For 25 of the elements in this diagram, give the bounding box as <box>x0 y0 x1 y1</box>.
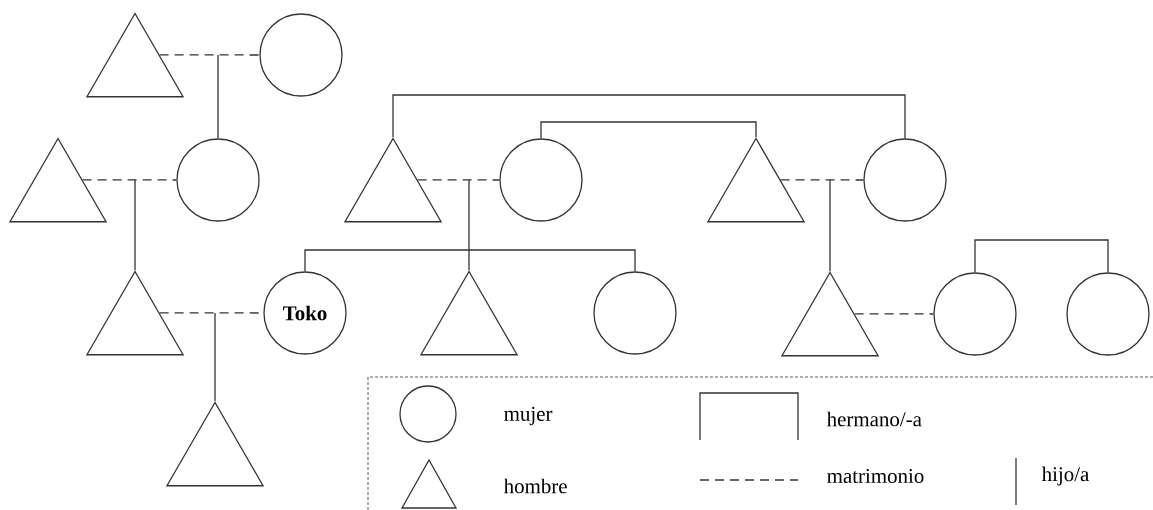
descent-line <box>829 179 831 272</box>
woman-circle <box>1066 272 1150 356</box>
sibling-bracket <box>304 249 636 272</box>
woman-circle <box>933 272 1017 356</box>
marriage-line <box>416 179 500 181</box>
woman-circle <box>593 271 677 355</box>
woman-circle <box>499 138 583 222</box>
legend-item: mujer <box>399 385 553 443</box>
marriage-line <box>81 179 177 181</box>
sibling-bracket <box>540 121 757 139</box>
marriage-line <box>158 54 260 56</box>
woman-circle <box>176 138 260 222</box>
sibling-bracket <box>974 239 1109 273</box>
woman-circle <box>259 13 343 97</box>
marriage-line <box>779 179 864 181</box>
legend-item: hermano/-a <box>699 392 922 441</box>
sibling-bracket <box>392 94 906 139</box>
descent-line <box>217 54 219 139</box>
descent-line <box>134 179 136 271</box>
legend-item: matrimonio <box>699 468 924 483</box>
legend-item: hijo/a <box>1015 457 1089 506</box>
woman-circle <box>863 138 947 222</box>
marriage-line <box>853 313 934 315</box>
descent-line <box>214 312 216 402</box>
descent-line <box>468 179 470 271</box>
